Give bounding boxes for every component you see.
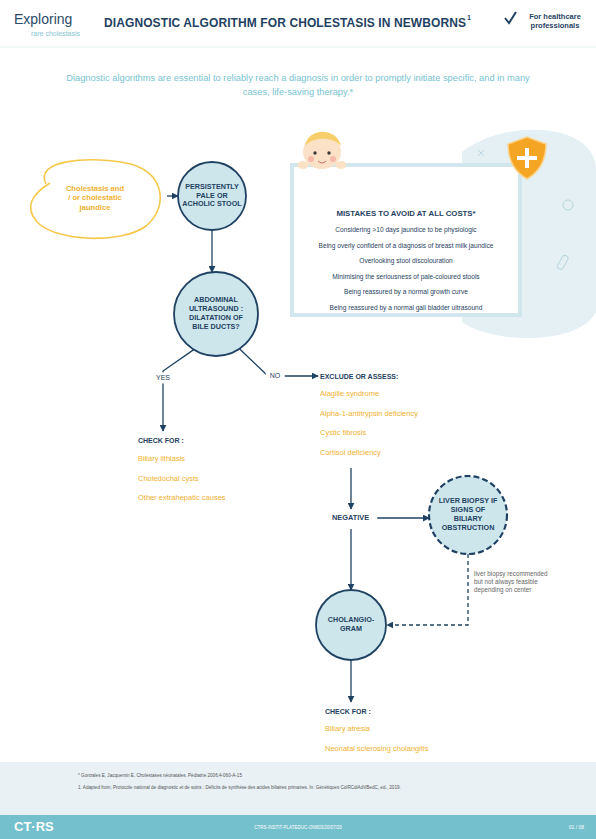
list-item: Minimising the seriousness of pale-colou… — [294, 269, 518, 285]
edge-label: NO — [266, 370, 285, 381]
footnote-mark: 1 — [467, 14, 471, 22]
dot-icon — [563, 200, 573, 210]
procedure-circle: CHOLANGIO-GRAM — [315, 589, 387, 661]
list-item: Other extrahepatic causes — [138, 488, 278, 508]
node-text: NEGATIVE — [332, 512, 369, 524]
list-heading: CHECK FOR : — [325, 705, 485, 719]
list-item: Being overly confident of a diagnosis of… — [294, 238, 518, 254]
list-item: Cystic fibrosis — [320, 423, 470, 443]
list-item: Being reassured by a normal gall bladder… — [294, 300, 518, 316]
pill-icon — [556, 254, 569, 270]
baby-mouth — [318, 161, 326, 163]
logo-subtext: rare cholestasis — [31, 30, 80, 38]
edge-label: YES — [152, 372, 174, 383]
flow-arrow — [163, 350, 194, 431]
header-rule — [0, 46, 596, 48]
page-number: 01 / 08 — [540, 824, 584, 830]
baby-cheek — [308, 156, 314, 162]
cross-icon — [478, 150, 484, 156]
shield-shape — [508, 137, 546, 179]
title-bar: DIAGNOSTIC ALGORITHM FOR CHOLESTASIS IN … — [104, 13, 466, 31]
list-heading: CHECK FOR : — [138, 433, 278, 449]
brand-logo: CT·RS — [14, 819, 54, 835]
page-title: DIAGNOSTIC ALGORITHM FOR CHOLESTASIS IN … — [104, 16, 466, 30]
node-text: PERSISTENTLY PALE OR ACHOLIC STOOL — [182, 183, 242, 209]
shield-icon — [508, 137, 546, 179]
flow-arrow — [350, 468, 351, 509]
baby-hand — [298, 161, 309, 169]
flow-arrow — [167, 195, 178, 196]
node-text: ABDOMINAL ULTRASOUND : DILATATION OF BIL… — [183, 296, 249, 331]
list-item: Considering >10 days jaundice to be phys… — [294, 222, 518, 238]
check-list: CHECK FOR :Biliary lithiasisCholedochal … — [138, 433, 278, 508]
flow-arrow — [350, 660, 351, 702]
baby-cheek — [330, 156, 336, 162]
circle-shape — [429, 476, 507, 554]
process-circle: PERSISTENTLY PALE OR ACHOLIC STOOL — [177, 161, 247, 231]
circle-shape — [316, 590, 386, 660]
list-item: Biliary atresia — [325, 719, 485, 739]
list-item: Neonatal sclerosing cholangitis — [325, 739, 485, 759]
flow-arrow — [211, 230, 212, 272]
list-item: Alpha-1-antitrypsin deficiency — [320, 404, 470, 424]
audience-note: For healthcare professionals — [516, 12, 594, 30]
shield-cross — [517, 148, 537, 168]
list-item: Alagille syndrome — [320, 384, 470, 404]
warning-box: MISTAKES TO AVOID AT ALL COSTS*Consideri… — [290, 163, 522, 317]
node-text: LIVER BIOPSY IF SIGNS OF BILIARY OBSTRUC… — [437, 497, 499, 532]
list-heading: MISTAKES TO AVOID AT ALL COSTS* — [294, 205, 518, 222]
baby-eye — [313, 151, 316, 154]
baby-hair — [305, 132, 341, 146]
list-item: Choledochal cysts — [138, 469, 278, 489]
list-item: Cortisol deficiency — [320, 443, 470, 463]
list-item: Being reassured by a normal growth curve — [294, 284, 518, 300]
edge-label: liver biopsy recommended but not always … — [474, 570, 556, 595]
intro-text: Diagnostic algorithms are essential to r… — [63, 72, 533, 100]
exclude-list: EXCLUDE OR ASSESS:Alagille syndromeAlpha… — [320, 370, 470, 462]
check-list: CHECK FOR :Biliary atresiaNeonatal scler… — [325, 705, 485, 758]
biopsy-circle: LIVER BIOPSY IF SIGNS OF BILIARY OBSTRUC… — [428, 475, 508, 555]
result-label: NEGATIVE — [332, 512, 369, 524]
blob-path — [31, 160, 161, 238]
node-text: Cholestasis and / or cholestatic jaundic… — [64, 184, 126, 212]
list-item: Biliary lithiasis — [138, 449, 278, 469]
logo-text: Exploring — [14, 11, 72, 28]
decision-circle: ABDOMINAL ULTRASOUND : DILATATION OF BIL… — [173, 271, 259, 357]
baby-eye — [327, 151, 330, 154]
circle-shape — [174, 272, 258, 356]
list-item: Overlooking stool discolouration — [294, 253, 518, 269]
document-code: CTRS-INSTIT-PLATEDUC-ON603/20/07/20 — [198, 825, 398, 830]
baby-hand — [336, 161, 347, 169]
list-heading: EXCLUDE OR ASSESS: — [320, 370, 470, 384]
footnote: 1. Adapted from; Protocole national de d… — [78, 785, 568, 791]
flow-arrow — [350, 529, 351, 590]
circle-shape — [178, 162, 246, 230]
baby-illustration — [298, 132, 347, 169]
start-blob: Cholestasis and / or cholestatic jaundic… — [24, 156, 166, 240]
check-mark — [505, 12, 516, 23]
flow-arrow — [377, 517, 429, 518]
dashed-arrow — [387, 554, 468, 625]
footnote: * Gonzales E, Jacquemin E. Cholestases n… — [78, 773, 548, 779]
node-text: CHOLANGIO-GRAM — [323, 616, 379, 634]
decor-icons — [478, 150, 573, 270]
baby-face — [303, 135, 341, 169]
footer-bar — [0, 815, 596, 839]
footer-band — [0, 762, 596, 815]
